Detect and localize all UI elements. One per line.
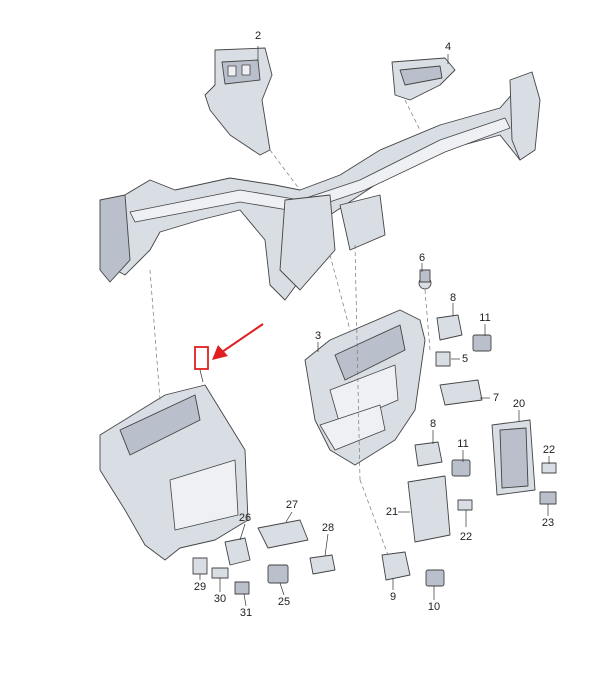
- component-30: [211, 567, 229, 579]
- callout-7: 7: [492, 392, 500, 404]
- callout-26: 26: [238, 512, 252, 524]
- component-22b: [457, 499, 473, 511]
- callout-27: 27: [285, 499, 299, 511]
- callout-22-center: 22: [459, 531, 473, 543]
- callout-5: 5: [461, 353, 469, 365]
- callout-11-upper: 11: [479, 312, 491, 324]
- component-10: [425, 569, 445, 587]
- component-29: [192, 557, 208, 575]
- component-8a: [436, 314, 463, 341]
- component-5: [435, 351, 451, 367]
- relay-carrier-part-3: [304, 309, 426, 466]
- callout-8-lower: 8: [429, 418, 437, 430]
- lower-bracket: [99, 384, 249, 561]
- callout-25: 25: [277, 596, 291, 608]
- component-31: [234, 581, 250, 595]
- component-28: [309, 554, 336, 575]
- callout-2: 2: [254, 30, 262, 42]
- callout-31: 31: [239, 607, 253, 619]
- callout-10: 10: [427, 601, 441, 613]
- callout-6: 6: [418, 252, 426, 264]
- component-11a: [472, 334, 492, 352]
- callout-9: 9: [389, 591, 397, 603]
- component-22a: [541, 462, 557, 474]
- assembly-lines: [149, 99, 431, 556]
- component-8b: [414, 441, 443, 467]
- callout-28: 28: [321, 522, 335, 534]
- fuse-box-20: [491, 419, 536, 496]
- leader-lines: [199, 46, 550, 607]
- component-27: [257, 519, 309, 549]
- component-11b: [451, 459, 471, 477]
- callout-8-upper: 8: [449, 292, 457, 304]
- highlight-marker: [194, 323, 264, 370]
- callout-23: 23: [541, 517, 555, 529]
- component-23: [539, 491, 557, 505]
- bracket-part-4: [391, 57, 456, 101]
- callout-11-lower: 11: [457, 438, 469, 450]
- callout-30: 30: [213, 593, 227, 605]
- callout-3: 3: [314, 330, 322, 342]
- component-9: [381, 551, 411, 581]
- component-26: [224, 537, 251, 566]
- callout-22-right: 22: [542, 444, 556, 456]
- module-21: [407, 475, 451, 543]
- component-25: [267, 564, 289, 584]
- component-7: [439, 379, 483, 406]
- callout-21: 21: [385, 506, 399, 518]
- component-6: [418, 269, 432, 290]
- callout-20: 20: [512, 398, 526, 410]
- bracket-part-2: [204, 47, 273, 156]
- callout-4: 4: [444, 41, 452, 53]
- callout-29: 29: [193, 581, 207, 593]
- cross-car-beam: [99, 71, 541, 301]
